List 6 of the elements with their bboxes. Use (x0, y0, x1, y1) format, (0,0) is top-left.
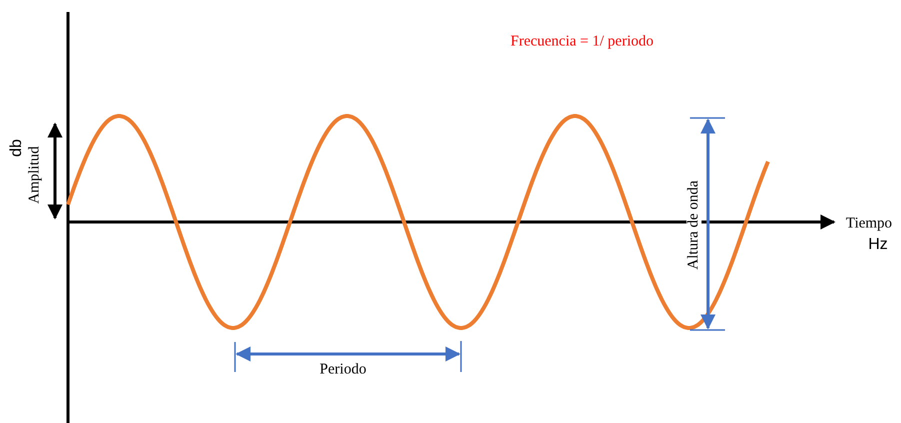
dimension-label: Altura de onda (686, 178, 702, 272)
unit-label: Hz (868, 237, 888, 253)
axis-label: Tiempo (846, 216, 892, 232)
dimension-label: Periodo (320, 362, 366, 378)
formula-note: Frecuencia = 1/ periodo (510, 34, 654, 50)
axis-label: Amplitud (28, 144, 42, 206)
